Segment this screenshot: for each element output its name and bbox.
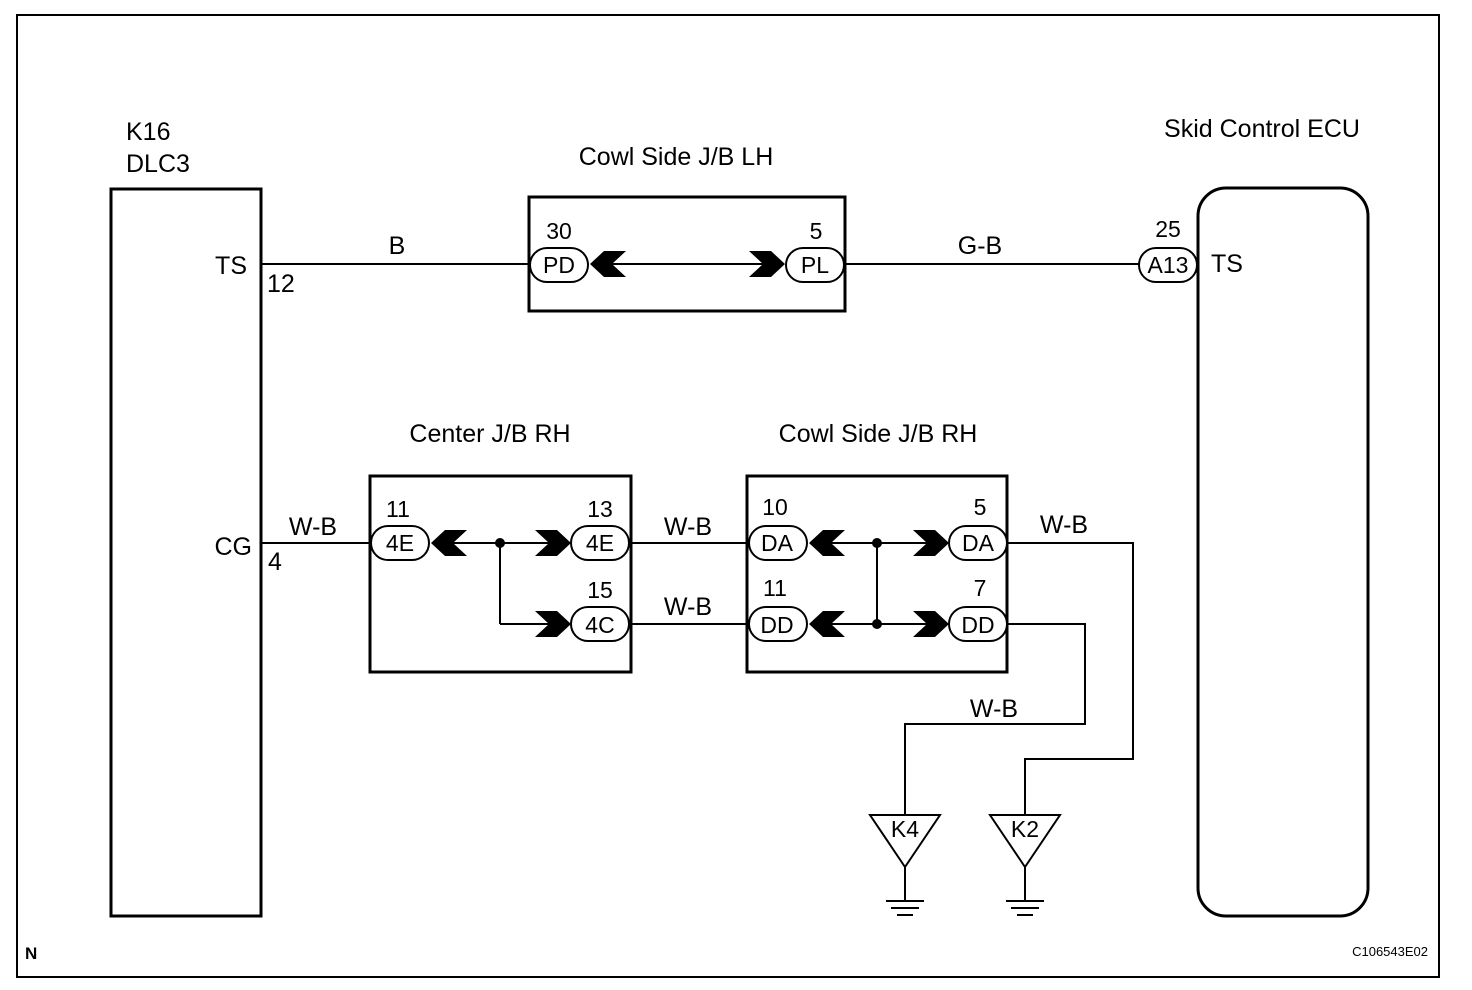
ground-point-k4 bbox=[868, 814, 942, 869]
center-rh-box bbox=[368, 474, 633, 674]
center-rh-name: Center J/B RH bbox=[409, 420, 570, 448]
wire-color-wb-3: W-B bbox=[664, 593, 712, 621]
connector-4c-out-label: 4C bbox=[585, 612, 614, 638]
ground-point-k2 bbox=[988, 814, 1062, 869]
skid-ecu-terminal-ts: TS bbox=[1211, 250, 1243, 278]
pin-15-4c: 15 bbox=[587, 577, 613, 603]
pin-11-4e: 11 bbox=[386, 496, 410, 522]
cowl-rh-name: Cowl Side J/B RH bbox=[779, 420, 978, 448]
connector-da-in bbox=[748, 525, 808, 561]
wire-da-k2 bbox=[1007, 542, 1134, 815]
terminal-arrow-icon bbox=[431, 530, 467, 556]
terminal-arrow-icon bbox=[590, 251, 626, 277]
connector-da-out-label: DA bbox=[962, 530, 995, 556]
pin-5-da: 5 bbox=[974, 494, 987, 520]
terminal-arrow-icon bbox=[809, 530, 845, 556]
cowl-lh-box bbox=[527, 195, 847, 313]
connector-dd-out-label: DD bbox=[961, 612, 994, 638]
connector-dd-in bbox=[748, 606, 808, 642]
terminal-arrow-icon bbox=[749, 251, 785, 277]
dlc3-pin-12: 12 bbox=[267, 270, 295, 298]
terminal-arrow-icon bbox=[535, 530, 571, 556]
wire-dd-k4 bbox=[904, 623, 1086, 815]
connector-pd-label: PD bbox=[543, 252, 575, 278]
pin-11-dd: 11 bbox=[763, 575, 787, 601]
ground-label-k4: K4 bbox=[891, 816, 919, 842]
connector-4e-in bbox=[370, 525, 430, 561]
wire-color-b: B bbox=[389, 232, 406, 260]
terminal-arrow-icon bbox=[809, 611, 845, 637]
corner-label-n: N bbox=[25, 944, 37, 963]
connector-dd-in-label: DD bbox=[760, 612, 793, 638]
skid-ecu-box bbox=[1196, 186, 1370, 918]
wire-color-wb-4: W-B bbox=[1040, 511, 1088, 539]
dlc3-pin-4: 4 bbox=[268, 548, 282, 576]
pin-30: 30 bbox=[546, 218, 572, 244]
pin-25: 25 bbox=[1155, 216, 1181, 242]
wire-color-wb-2: W-B bbox=[664, 513, 712, 541]
diagram-frame bbox=[16, 14, 1440, 978]
connector-a13-label: A13 bbox=[1148, 252, 1189, 278]
dlc3-box bbox=[109, 187, 263, 918]
figure-id: C106543E02 bbox=[1352, 944, 1428, 959]
terminal-arrow-icon bbox=[913, 611, 949, 637]
connector-pd bbox=[529, 247, 589, 283]
pin-7-dd: 7 bbox=[974, 575, 987, 601]
terminal-arrow-icon bbox=[913, 530, 949, 556]
dlc3-name: DLC3 bbox=[126, 150, 190, 178]
dlc3-terminal-cg: CG bbox=[215, 533, 253, 561]
terminal-arrow-icon bbox=[535, 611, 571, 637]
connector-pl-label: PL bbox=[801, 252, 829, 278]
dlc3-code: K16 bbox=[126, 118, 170, 146]
ground-label-k2: K2 bbox=[1011, 816, 1039, 842]
connector-a13 bbox=[1138, 247, 1198, 283]
pin-10-da: 10 bbox=[762, 494, 788, 520]
pin-5-pl: 5 bbox=[810, 218, 823, 244]
dlc3-terminal-ts: TS bbox=[215, 252, 247, 280]
skid-ecu-name: Skid Control ECU bbox=[1164, 115, 1360, 143]
cowl-lh-name: Cowl Side J/B LH bbox=[579, 143, 774, 171]
connector-4e-in-label: 4E bbox=[386, 530, 414, 556]
connector-4e-out-label: 4E bbox=[586, 530, 614, 556]
pin-13-4e: 13 bbox=[587, 496, 613, 522]
connector-da-in-label: DA bbox=[761, 530, 794, 556]
cowl-rh-box bbox=[745, 474, 1009, 674]
wire-color-wb-1: W-B bbox=[289, 513, 337, 541]
wire-color-wb-5: W-B bbox=[970, 695, 1018, 723]
wire-color-gb: G-B bbox=[958, 232, 1002, 260]
ground-icon bbox=[886, 900, 924, 916]
ground-icon bbox=[1006, 900, 1044, 916]
